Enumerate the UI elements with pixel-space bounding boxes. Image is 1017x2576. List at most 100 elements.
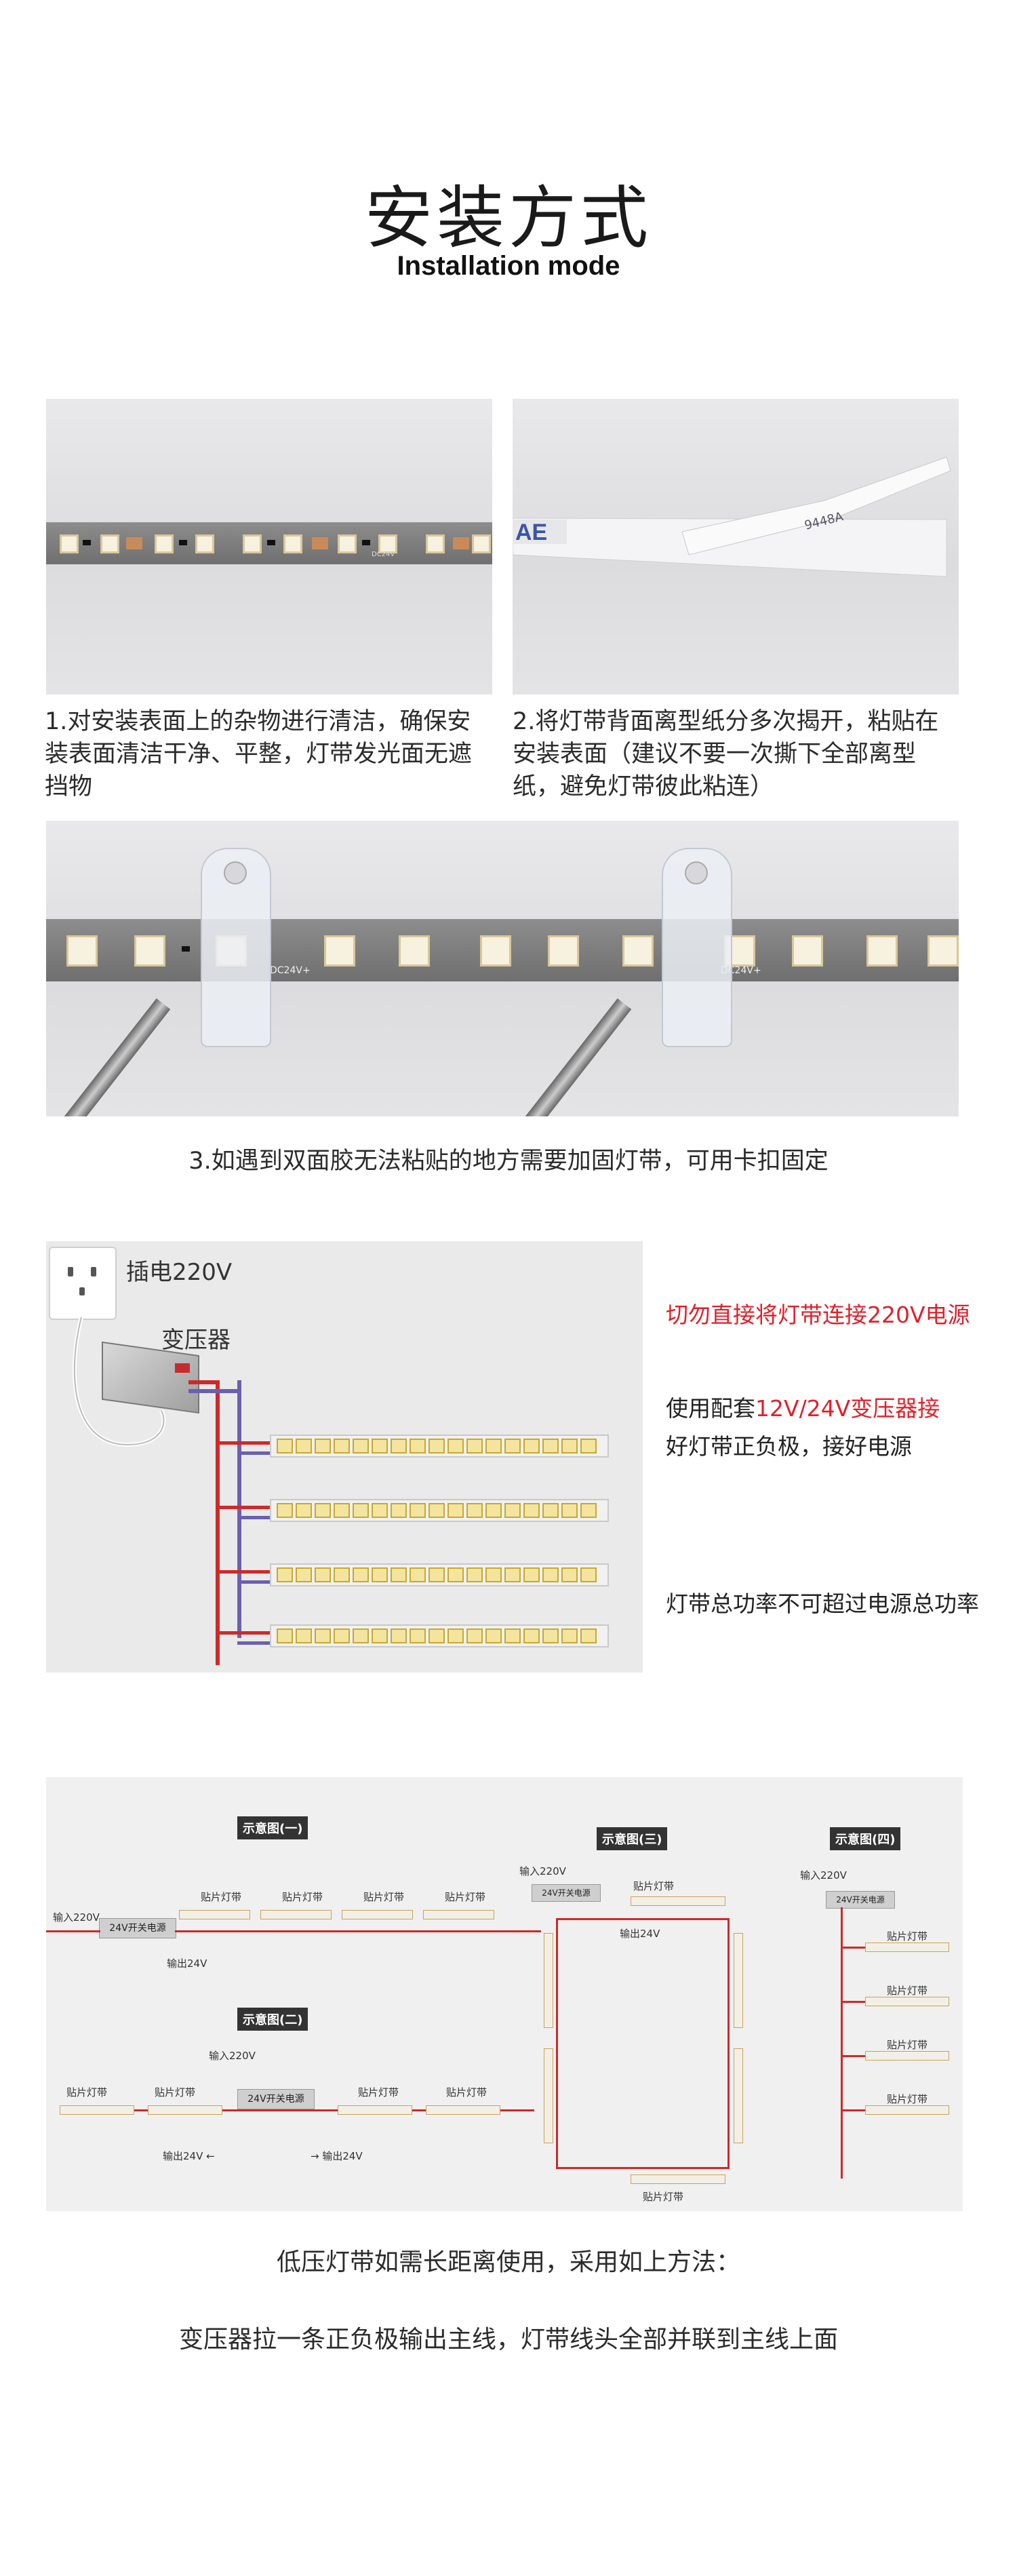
d4-strip-2 — [865, 1997, 949, 2006]
d1-output-label: 输出24V — [167, 1957, 207, 1970]
led-chip — [372, 1503, 388, 1518]
led-chip — [410, 1628, 426, 1643]
led-chip — [296, 1628, 312, 1643]
footer-line-2: 变压器拉一条正负极输出主线，灯带线头全部并联到主线上面 — [178, 2326, 838, 2354]
led-chip — [334, 1503, 350, 1518]
led-chip — [353, 1503, 369, 1518]
d1-strip-label-2: 贴片灯带 — [282, 1891, 323, 1903]
plug-label: 插电220V — [126, 1259, 233, 1286]
d4-strip-label-2: 贴片灯带 — [887, 1985, 928, 1997]
screw-hole-left — [224, 861, 247, 884]
led-chip — [410, 1439, 426, 1453]
led-chip — [296, 1567, 312, 1582]
led-chip — [580, 1628, 597, 1643]
led-chip — [466, 1503, 483, 1518]
led-chip — [504, 1439, 521, 1453]
led-chip — [580, 1503, 597, 1518]
step-1-caption: 1.对安装表面上的杂物进行清洁，确保安装表面清洁干净、平整，灯带发光面无遮挡物 — [45, 708, 473, 800]
d2-strip-4 — [426, 2105, 500, 2115]
step-3-caption: 3.如遇到双面胶无法粘贴的地方需要加固灯带，可用卡扣固定 — [188, 1148, 829, 1175]
led-chip — [296, 1503, 312, 1518]
led-chip — [410, 1567, 426, 1582]
led-chip — [372, 1567, 388, 1582]
led-chip — [561, 1439, 578, 1453]
instruction-highlight: 12V/24V变压器接 — [755, 1395, 940, 1422]
power-note: 灯带总功率不可超过电源总功率 — [666, 1591, 979, 1617]
led-chip — [580, 1439, 597, 1453]
d3-strip-right-1 — [734, 1933, 743, 2028]
photo-peel-tape: AE 9448A — [513, 399, 959, 695]
diagram-4-title: 示意图(四) — [830, 1827, 901, 1850]
strip-voltage-mark: DC24V — [372, 551, 395, 558]
led-chip — [523, 1503, 540, 1518]
led-chip — [334, 1439, 350, 1453]
led-chip — [353, 1628, 369, 1643]
led-chip — [504, 1503, 521, 1518]
led-chip — [542, 1567, 559, 1582]
led-chip — [391, 1628, 407, 1643]
led-chip — [315, 1628, 331, 1643]
led-strip-wide: DC24V+ DC24V+ — [46, 919, 959, 981]
led-chip — [466, 1439, 483, 1453]
transformer-label: 变压器 — [161, 1327, 231, 1354]
d3-strip-left-1 — [544, 1933, 553, 2028]
d3-strip-top — [631, 1896, 725, 1906]
led-chip — [353, 1567, 369, 1582]
led-chip — [447, 1567, 464, 1582]
d3-strip-right-2 — [734, 2048, 743, 2143]
led-chip — [353, 1439, 369, 1453]
led-chip — [523, 1567, 540, 1582]
led-chip — [428, 1628, 445, 1643]
d2-strip-label-4: 贴片灯带 — [446, 2086, 487, 2099]
led-chip — [277, 1439, 293, 1453]
led-chip — [447, 1503, 464, 1518]
d1-input-label: 输入220V — [53, 1911, 100, 1924]
led-chip — [277, 1628, 293, 1643]
screwdriver-right — [517, 998, 632, 1116]
d1-strip-2 — [260, 1910, 332, 1919]
d2-strip-2 — [148, 2105, 222, 2115]
led-chip — [315, 1439, 331, 1453]
d3-psu: 24V开关电源 — [532, 1884, 601, 1902]
transformer-terminal — [175, 1363, 190, 1373]
wiring-diagram: 插电220V 变压器 — [46, 1241, 643, 1673]
led-chip — [485, 1628, 502, 1643]
led-chip — [561, 1567, 578, 1582]
d2-strip-3 — [338, 2105, 412, 2115]
d3-input-label: 输入220V — [519, 1865, 566, 1877]
led-chip — [542, 1628, 559, 1643]
d1-psu: 24V开关电源 — [99, 1918, 176, 1938]
d2-strip-label-1: 贴片灯带 — [66, 2086, 108, 2099]
led-chip — [334, 1628, 350, 1643]
led-chip — [315, 1503, 331, 1518]
d4-psu: 24V开关电源 — [826, 1891, 895, 1909]
led-chip — [523, 1628, 540, 1643]
led-chip — [561, 1628, 578, 1643]
d2-strip-label-3: 贴片灯带 — [358, 2086, 399, 2099]
d4-input-label: 输入220V — [800, 1869, 847, 1881]
d3-output-label: 输出24V — [620, 1928, 660, 1940]
led-chip — [428, 1567, 445, 1582]
led-chip — [466, 1628, 483, 1643]
led-chip — [334, 1567, 350, 1582]
long-distance-diagrams: 示意图(一) 输入220V 24V开关电源 输出24V 贴片灯带 贴片灯带 贴片… — [46, 1777, 963, 2211]
led-chip — [542, 1439, 559, 1453]
d4-strip-label-1: 贴片灯带 — [887, 1930, 928, 1943]
led-chip — [428, 1503, 445, 1518]
d1-strip-4 — [423, 1910, 494, 1919]
led-chip — [372, 1628, 388, 1643]
d2-strip-label-2: 贴片灯带 — [155, 2086, 196, 2099]
page-subtitle: Installation mode — [397, 251, 620, 281]
led-chip — [277, 1503, 293, 1518]
d2-output-left: 输出24V ← — [163, 2150, 215, 2162]
instruction-prefix: 使用配套 — [666, 1395, 755, 1422]
instruction-line-1: 使用配套12V/24V变压器接 — [666, 1390, 940, 1423]
d1-strip-label-4: 贴片灯带 — [445, 1891, 486, 1903]
screwdriver-left — [56, 998, 171, 1116]
led-chip — [391, 1567, 407, 1582]
instruction-line-2: 好灯带正负极，接好电源 — [666, 1433, 912, 1460]
svg-text:AE: AE — [515, 520, 547, 545]
d1-strip-1 — [179, 1910, 250, 1919]
footer-line-1: 低压灯带如需长距离使用，采用如上方法： — [276, 2248, 740, 2276]
led-chip — [542, 1503, 559, 1518]
